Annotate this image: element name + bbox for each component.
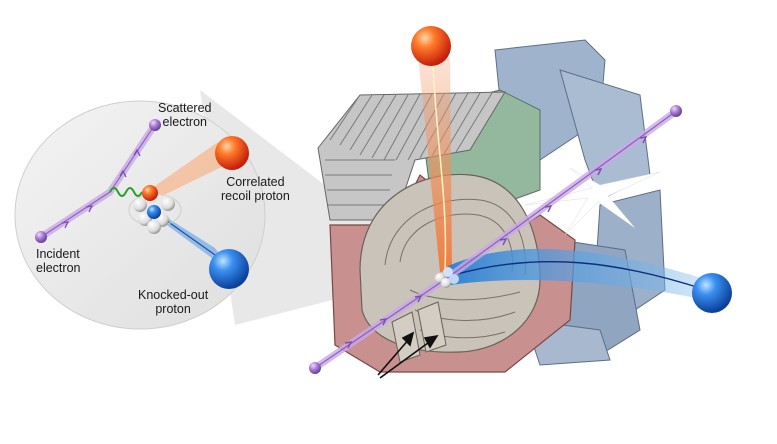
knocked-out-proton-callout-icon [209, 249, 249, 289]
scattered-electron-icon [670, 105, 682, 117]
correlated-recoil-proton-callout-icon [215, 136, 249, 170]
knocked-out-proton-icon [692, 273, 732, 313]
nucleus-callout-icon [128, 185, 182, 234]
knocked-out-proton-beam [448, 248, 708, 300]
incident-electron-callout-icon [35, 231, 47, 243]
label-scattered-electron: Scattered electron [158, 101, 212, 129]
label-incident-electron: Incident electron [36, 247, 81, 275]
correlated-recoil-proton-icon [411, 26, 451, 66]
knocked-out-proton-track [449, 260, 707, 291]
recoil-proton-track [432, 61, 447, 271]
nucleus-icon [435, 267, 459, 288]
photon-wave-icon [109, 187, 143, 197]
recoil-proton-beam [418, 55, 452, 272]
incident-electron-icon [309, 362, 321, 374]
label-correlated-recoil-proton: Correlated recoil proton [221, 175, 290, 203]
arrow-icon [377, 331, 439, 379]
label-knocked-out-proton: Knocked-out proton [138, 288, 209, 316]
scattered-electron-callout-icon [149, 119, 161, 131]
